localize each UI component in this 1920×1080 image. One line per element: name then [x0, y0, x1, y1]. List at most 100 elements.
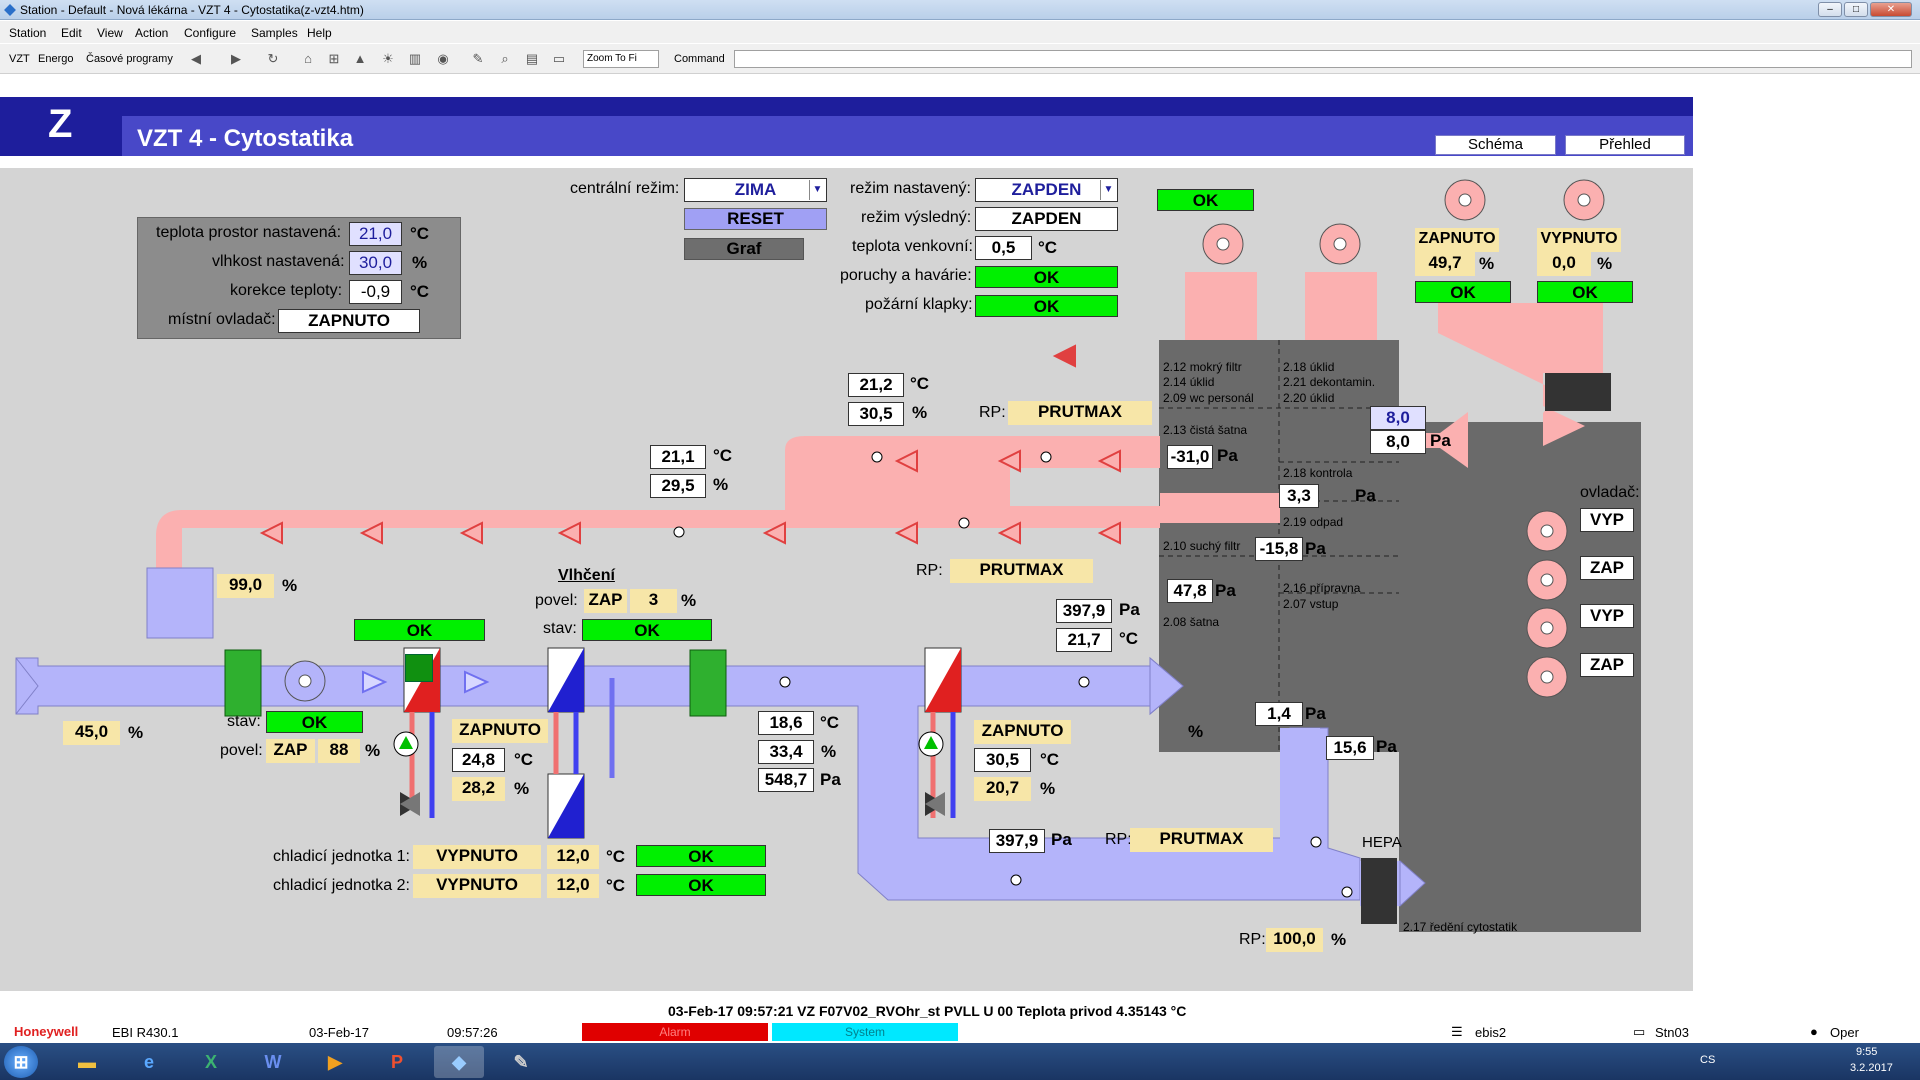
chart-icon[interactable]: ▥ [408, 51, 422, 66]
menu-bar: Station Edit View Action Configure Sampl… [0, 21, 1920, 43]
close-button[interactable]: ✕ [1870, 2, 1912, 17]
command-input[interactable] [734, 50, 1912, 68]
humid-command[interactable]: ZAP [584, 589, 627, 613]
rooms-panel-right [1399, 422, 1641, 932]
room-label: 2.21 dekontamin. [1283, 375, 1376, 389]
hepa-label: HEPA [1362, 834, 1402, 851]
command-label: Command [674, 53, 725, 65]
tray-clock[interactable]: 9:55 [1856, 1046, 1878, 1058]
explorer-icon[interactable]: ▬ [78, 1052, 96, 1072]
mix-temp-unit: °C [820, 713, 840, 732]
start-button[interactable]: ⊞ [4, 1046, 38, 1078]
extract-rp-2: PRUTMAX [950, 559, 1093, 583]
graf-button[interactable]: Graf [684, 238, 804, 260]
word-icon[interactable]: W [264, 1052, 282, 1072]
pressure-2-13: -31,0 [1167, 445, 1213, 469]
controllers-label: ovladač: [1580, 484, 1640, 501]
alarm-icon[interactable]: ▲ [353, 51, 367, 66]
page-header: Z VZT 4 - Cytostatika [0, 97, 1693, 156]
light-icon[interactable]: ☀ [382, 51, 394, 66]
station-app-icon[interactable]: ◆ [434, 1046, 484, 1078]
pressure-2-10: -15,8 [1255, 537, 1303, 561]
media-player-icon[interactable]: ▶ [328, 1052, 342, 1072]
energo-button[interactable]: Energo [38, 53, 74, 65]
home-icon[interactable]: ⌂ [304, 51, 312, 66]
maximize-button[interactable]: □ [1844, 2, 1868, 17]
supply-pressure-unit: Pa [1119, 600, 1140, 619]
controller-4[interactable]: ZAP [1580, 653, 1634, 677]
outdoor-damper-unit: % [128, 723, 144, 742]
header-title-bar: VZT 4 - Cytostatika [122, 116, 1693, 156]
mode-set-select[interactable]: ZAPDEN▼ [975, 178, 1118, 202]
supply-fan-command[interactable]: ZAP [266, 739, 315, 763]
paint-icon[interactable]: ✎ [513, 1052, 529, 1072]
display-icon[interactable]: ▭ [552, 51, 566, 66]
refresh-icon[interactable]: ↻ [267, 51, 279, 66]
exhaust-fan-2-speed: 0,0 [1537, 252, 1591, 276]
forward-icon[interactable]: ▶ [231, 51, 241, 66]
supply-temp-unit: °C [1119, 629, 1139, 648]
controller-3[interactable]: VYP [1580, 604, 1634, 628]
setpoint-temp-label: teplota prostor nastavená: [156, 224, 342, 241]
pressure-unit: Pa [1217, 446, 1238, 465]
pressure-setpoint[interactable]: 8,0 [1370, 406, 1426, 430]
zoom-select[interactable]: Zoom To Fi [583, 50, 659, 68]
back-icon[interactable]: ◀ [191, 51, 201, 66]
tab-prehled[interactable]: Přehled [1565, 135, 1685, 155]
status-date: 03-Feb-17 [309, 1025, 369, 1040]
eye-icon[interactable]: ◉ [437, 51, 449, 66]
temp-correction-value[interactable]: -0,9 [349, 280, 402, 304]
tray-date[interactable]: 3.2.2017 [1850, 1062, 1893, 1074]
reset-button[interactable]: RESET [684, 208, 827, 230]
menu-configure[interactable]: Configure [184, 26, 237, 40]
chiller-1-temp: 12,0 [547, 845, 599, 869]
heater-2-valve: 20,7 [974, 777, 1031, 801]
powerpoint-icon[interactable]: P [390, 1052, 403, 1072]
controller-1[interactable]: VYP [1580, 508, 1634, 532]
setpoint-humidity-value[interactable]: 30,0 [349, 251, 402, 275]
chevron-down-icon: ▼ [809, 180, 825, 200]
search-icon[interactable]: ⌕ [501, 51, 509, 66]
exhaust-fan-2-status: OK [1537, 281, 1633, 303]
extract-humidity-2: 29,5 [650, 474, 706, 498]
controller-2[interactable]: ZAP [1580, 556, 1634, 580]
central-mode-value: ZIMA [734, 180, 777, 199]
casove-programy-button[interactable]: Časové programy [86, 53, 173, 65]
tab-schema[interactable]: Schéma [1435, 135, 1556, 155]
chiller-2-status: OK [636, 874, 766, 896]
fan-stav-label: stav: [227, 713, 261, 730]
filter-2 [689, 649, 727, 717]
print-icon[interactable]: ▤ [525, 51, 539, 66]
menu-samples[interactable]: Samples [251, 26, 298, 40]
minimize-button[interactable]: – [1818, 2, 1842, 17]
menu-station[interactable]: Station [9, 26, 47, 40]
setpoint-humidity-unit: % [412, 253, 428, 272]
user-icon: ● [1810, 1024, 1818, 1039]
pen-icon[interactable]: ✎ [472, 51, 484, 66]
alarm-indicator[interactable]: Alarm [582, 1023, 768, 1041]
ie-icon[interactable]: e [143, 1052, 154, 1072]
menu-action[interactable]: Action [135, 26, 169, 40]
status-bar: 03-Feb-17 09:57:21 VZ F07V02_RVOhr_st PV… [0, 991, 1920, 1043]
exhaust-fan-1-state: ZAPNUTO [1415, 228, 1499, 252]
extract-temp-2: 21,1 [650, 445, 706, 469]
damper-unit: % [282, 576, 298, 595]
hepa-rp-value: 100,0 [1266, 928, 1323, 952]
vzt-button[interactable]: VZT [9, 53, 30, 65]
setpoint-temp-value[interactable]: 21,0 [349, 222, 402, 246]
network-icon[interactable]: ⊞ [328, 51, 340, 66]
system-indicator[interactable]: System [772, 1023, 958, 1041]
heater-2-valve-unit: % [1040, 779, 1056, 798]
supply-pressure: 397,9 [1056, 599, 1112, 623]
menu-help[interactable]: Help [307, 26, 332, 40]
extract-duct [156, 436, 1160, 568]
language-indicator[interactable]: CS [1700, 1054, 1716, 1066]
exhaust-fan-2-state: VYPNUTO [1537, 228, 1621, 252]
excel-icon[interactable]: X [204, 1052, 217, 1072]
menu-edit[interactable]: Edit [61, 26, 82, 40]
extract-temp-2-unit: °C [713, 446, 733, 465]
central-mode-select[interactable]: ZIMA ▼ [684, 178, 827, 202]
honeywell-logo: Honeywell [14, 1024, 79, 1039]
duct-pressure: 397,9 [989, 829, 1045, 853]
menu-view[interactable]: View [97, 26, 123, 40]
